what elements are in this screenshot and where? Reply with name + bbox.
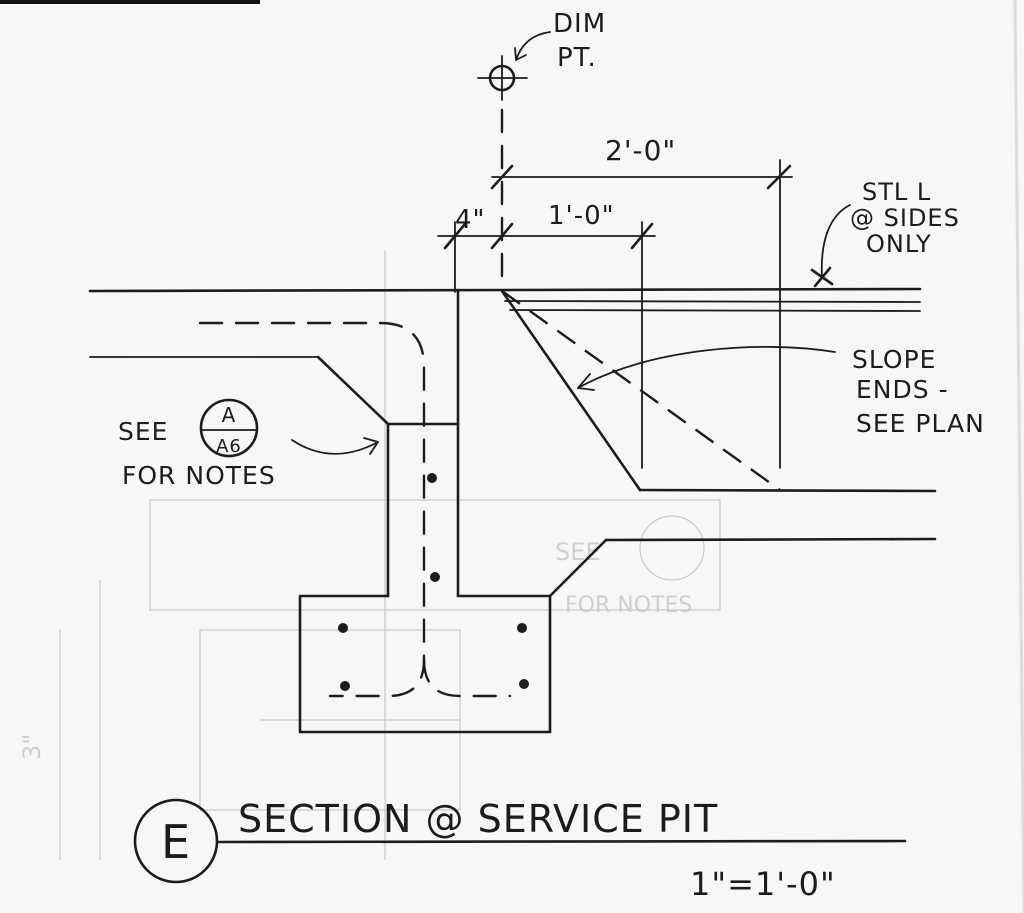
- section-marker: [133, 798, 219, 884]
- slope-note-line3: SEE PLAN: [856, 409, 985, 438]
- section-letter: E: [161, 815, 191, 869]
- floor-slab-lines: [88, 287, 937, 542]
- dimension-4in-text: 4": [455, 205, 486, 235]
- see-label: SEE: [118, 417, 168, 446]
- section-scale: 1"=1'-0": [690, 865, 836, 903]
- slope-note: SLOPE ENDS - SEE PLAN: [852, 345, 985, 438]
- steel-angle-leader: [810, 204, 851, 288]
- dim-pt-label-line2: PT.: [557, 43, 597, 73]
- stl-note-line3: ONLY: [866, 230, 932, 258]
- dimension-2ft-text: 2'-0": [605, 134, 676, 167]
- dimension-1ft-text: 1'-0": [548, 201, 615, 231]
- concrete-wall-section: [298, 288, 608, 734]
- dim-point-symbol: [477, 31, 551, 101]
- reinforcing-bars: [198, 321, 529, 698]
- detail-ref-top-text: A: [222, 403, 237, 427]
- dim-pt-label: DIM PT.: [553, 9, 606, 73]
- detail-reference-callout: A A6 SEE FOR NOTES: [118, 398, 379, 490]
- stl-note-line2: @ SIDES: [850, 204, 960, 232]
- bleed-through-ghost: SEE FOR NOTES 3": [18, 250, 721, 860]
- section-title-block: E SECTION @ SERVICE PIT 1"=1'-0": [133, 797, 907, 903]
- stl-note-line1: STL L: [862, 178, 931, 206]
- sloped-pit-side: [500, 289, 836, 492]
- detail-ref-bottom-text: A6: [216, 436, 242, 457]
- dimension-4in-1ft: 4" 1'-0": [437, 201, 656, 469]
- scan-right-edge: [1013, 0, 1024, 913]
- dimension-2ft: 2'-0": [490, 134, 793, 469]
- svg-text:3": 3": [18, 734, 46, 760]
- steel-angle-note: STL L @ SIDES ONLY: [850, 178, 960, 258]
- slope-note-line2: ENDS -: [856, 375, 949, 404]
- dim-pt-label-line1: DIM: [553, 9, 606, 39]
- slope-note-line1: SLOPE: [852, 345, 936, 374]
- section-title: SECTION @ SERVICE PIT: [238, 797, 718, 841]
- for-notes-label: FOR NOTES: [122, 461, 276, 490]
- svg-text:FOR NOTES: FOR NOTES: [565, 593, 692, 618]
